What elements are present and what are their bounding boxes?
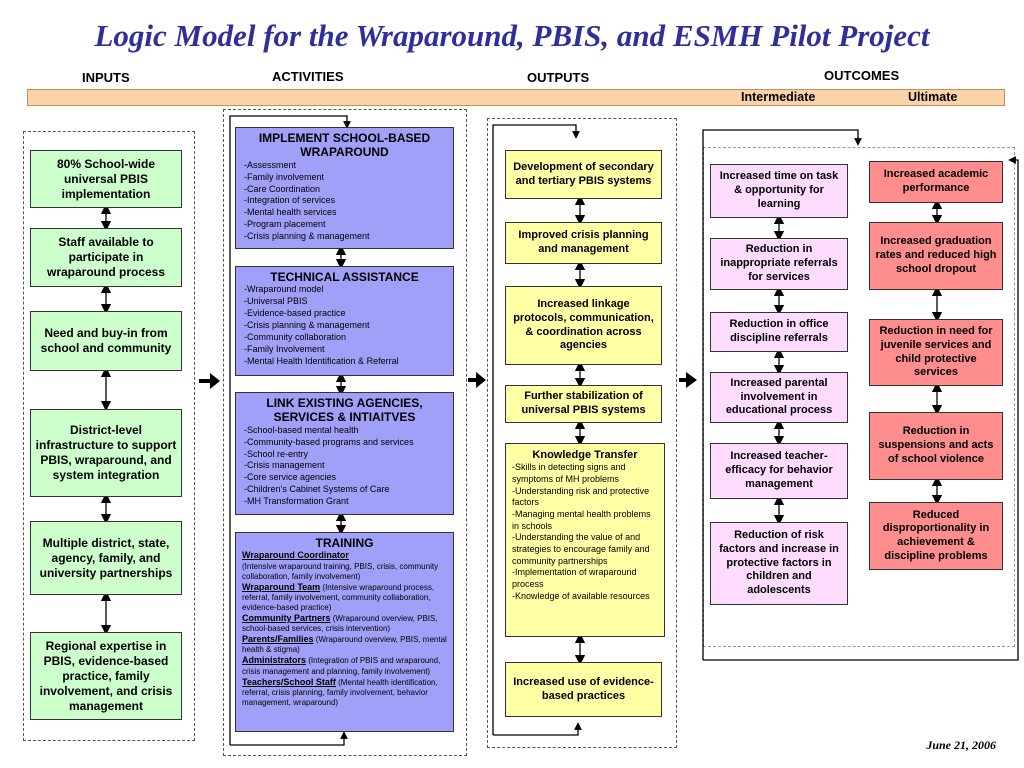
intermediate-outcome-box: Reduction of risk factors and increase i…: [710, 522, 848, 605]
band-label-intermediate: Intermediate: [741, 90, 816, 104]
training-topics: (Mental health identification, referral,…: [242, 677, 438, 707]
training-topics: (Intensive wraparound training, PBIS, cr…: [242, 561, 439, 581]
activity-item: -Mental Health Identification & Referral: [244, 355, 399, 366]
output-box: Increased linkage protocols, communicati…: [505, 286, 662, 365]
intermediate-outcome-box: Increased parental involvement in educat…: [710, 372, 848, 423]
activity-item: -Mental health services: [244, 207, 337, 218]
ultimate-outcome-box: Increased academic performance: [869, 161, 1003, 203]
activity-link-agencies: LINK EXISTING AGENCIES, SERVICES & INTIA…: [235, 392, 454, 515]
training-audience: Community Partners: [242, 612, 331, 623]
activity-item: -School-based mental health: [244, 424, 359, 435]
input-box: District-level infrastructure to support…: [30, 409, 182, 497]
activity-implement-wraparound: IMPLEMENT SCHOOL-BASED WRAPAROUND -Asses…: [235, 127, 454, 249]
activity-training: TRAINING Wraparound Coordinator(Intensiv…: [235, 532, 454, 732]
intermediate-outcome-box: Increased time on task & opportunity for…: [710, 164, 848, 218]
activity-item: -School re-entry: [244, 448, 309, 459]
ultimate-outcome-box: Reduction in need for juvenile services …: [869, 319, 1003, 386]
header-inputs: INPUTS: [82, 70, 130, 85]
activities-group: [223, 109, 467, 756]
training-audience: Parents/Families: [242, 634, 314, 645]
activity-item: -Family involvement: [244, 171, 325, 182]
activity-item: -Crisis management: [244, 460, 325, 471]
header-activities: ACTIVITIES: [272, 69, 344, 84]
input-box: 80% School-wide universal PBIS implement…: [30, 150, 182, 208]
ultimate-outcome-box: Reduction in suspensions and acts of sch…: [869, 412, 1003, 480]
activity-item: -Program placement: [244, 219, 326, 230]
input-box: Regional expertise in PBIS, evidence-bas…: [30, 632, 182, 720]
input-box: Need and buy-in from school and communit…: [30, 311, 182, 371]
band-label-ultimate: Ultimate: [908, 90, 958, 104]
activity-item: -Care Coordination: [244, 183, 321, 194]
training-entry: Administrators (Integration of PBIS and …: [242, 655, 447, 676]
header-outputs: OUTPUTS: [527, 70, 590, 85]
output-box: Development of secondary and tertiary PB…: [505, 150, 662, 199]
training-audience: Wraparound Team: [242, 581, 321, 592]
training-topics: (Wraparound overview, PBIS, school-based…: [242, 613, 438, 634]
intermediate-outcome-box: Reduction in inappropriate referrals for…: [710, 238, 848, 290]
page-title: Logic Model for the Wraparound, PBIS, an…: [94, 18, 930, 53]
inputs-group: [23, 131, 195, 741]
activity-item: -Children’s Cabinet Systems of Care: [244, 484, 390, 495]
timeline-band: [27, 89, 1005, 106]
output-box: Increased use of evidence-based practice…: [505, 662, 662, 717]
training-entry: Wraparound Coordinator(Intensive wraparo…: [242, 550, 447, 581]
ultimate-outcome-box: Increased graduation rates and reduced h…: [869, 222, 1003, 290]
activity-item: -Wraparound model: [244, 284, 324, 295]
activity-item: -MH Transformation Grant: [244, 496, 349, 507]
training-topics: (Integration of PBIS and wraparound, cri…: [242, 656, 441, 676]
knowledge-item: -Managing mental health problems in scho…: [512, 509, 651, 531]
input-box: Multiple district, state, agency, family…: [30, 521, 182, 595]
input-box: Staff available to participate in wrapar…: [30, 228, 182, 287]
training-entry: Teachers/School Staff (Mental health ide…: [242, 677, 447, 708]
activity-item: -Core service agencies: [244, 472, 337, 483]
activity-title: LINK EXISTING AGENCIES, SERVICES & INTIA…: [266, 396, 423, 425]
header-outcomes: OUTCOMES: [824, 68, 900, 83]
output-knowledge-transfer: Knowledge Transfer -Skills in detecting …: [505, 443, 665, 637]
activity-title: TRAINING: [315, 536, 374, 550]
knowledge-item: -Understanding risk and protective facto…: [512, 485, 650, 508]
output-box: Improved crisis planning and management: [505, 222, 662, 264]
knowledge-item: -Knowledge of available resources: [512, 590, 650, 601]
activity-item: -Crisis planning & management: [244, 231, 370, 242]
activity-title: TECHNICAL ASSISTANCE: [270, 270, 419, 284]
knowledge-item: -Understanding the value of and strategi…: [512, 532, 650, 566]
activity-item: -Community collaboration: [244, 331, 347, 342]
activity-item: -Crisis planning & management: [244, 320, 370, 331]
training-entry: Parents/Families (Wraparound overview, P…: [242, 634, 447, 655]
training-entry: Community Partners (Wraparound overview,…: [242, 613, 447, 634]
activity-item: -Family Involvement: [244, 343, 325, 354]
training-audience: Teachers/School Staff: [242, 676, 336, 687]
output-box: Further stabilization of universal PBIS …: [505, 385, 662, 423]
activity-technical-assistance: TECHNICAL ASSISTANCE -Wraparound model -…: [235, 266, 454, 376]
activity-item: -Evidence-based practice: [244, 308, 346, 319]
activity-item: -Assessment: [244, 159, 297, 170]
intermediate-outcome-box: Increased teacher-efficacy for behavior …: [710, 443, 848, 499]
knowledge-item: -Implementation of wraparound process: [512, 567, 637, 590]
activity-item: -Universal PBIS: [244, 296, 308, 307]
ultimate-outcome-box: Reduced disproportionality in achievemen…: [869, 502, 1003, 570]
training-audience: Administrators: [242, 655, 307, 666]
training-topics: (Intensive wraparound process, referral,…: [242, 582, 435, 612]
knowledge-title: Knowledge Transfer: [532, 449, 638, 461]
activity-item: -Integration of services: [244, 195, 336, 206]
training-entry: Wraparound Team (Intensive wraparound pr…: [242, 582, 447, 613]
outputs-group: [487, 118, 677, 748]
date-label: June 21, 2006: [926, 738, 996, 752]
training-audience: Wraparound Coordinator: [242, 550, 349, 561]
activity-item: -Community-based programs and services: [244, 436, 414, 447]
training-topics: (Wraparound overview, PBIS, mental healt…: [242, 635, 447, 655]
activity-title: IMPLEMENT SCHOOL-BASED WRAPAROUND: [258, 131, 431, 160]
intermediate-outcome-box: Reduction in office discipline referrals: [710, 312, 848, 352]
knowledge-item: -Skills in detecting signs and symptoms …: [512, 462, 626, 484]
